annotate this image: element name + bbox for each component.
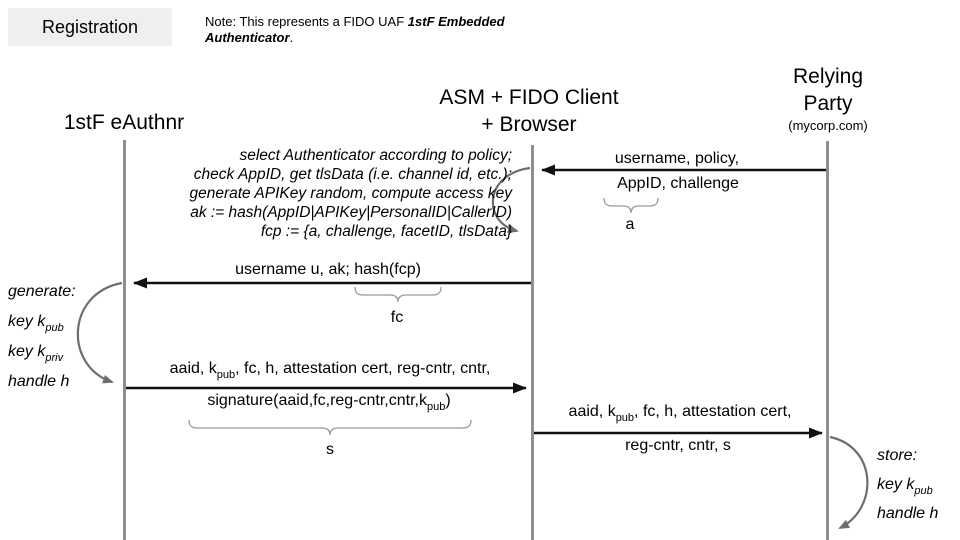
store-line3: handle h [877, 505, 939, 522]
self-loop-client-processing-icon [491, 166, 531, 234]
actor-rp-label-line1: Relying [792, 65, 864, 88]
brace-a-icon [603, 197, 659, 214]
brace-label-s: s [326, 441, 334, 458]
generate-line1: generate: [8, 283, 76, 300]
generate-line2-sub: pub [45, 322, 64, 334]
client-processing-line4: ak := hash(AppID|APIKey|PersonalID|Calle… [190, 204, 512, 221]
actor-rp-domain: (mycorp.com) [788, 118, 868, 133]
msg-auth-to-client-line2: signature(aaid,fc,reg-cntr,cntr,kpub) [207, 392, 450, 413]
client-processing-line3: generate APIKey random, compute access k… [189, 185, 512, 202]
brace-fc-icon [354, 286, 442, 303]
diagram-title: Registration [41, 16, 139, 37]
client-processing-line5: fcp := {a, challenge, facetID, tlsData} [260, 223, 512, 240]
client-processing-line1: select Authenticator according to policy… [239, 147, 512, 164]
brace-label-fc: fc [390, 309, 404, 326]
msg-auth-to-client-line1-sub: pub [216, 369, 236, 381]
actor-rp-label-line2: Party [803, 92, 853, 115]
msg-auth-to-client-line2-sub: pub [426, 401, 446, 413]
generate-line2: key kpub [8, 307, 76, 337]
msg-client-to-rp-line1-sub: pub [615, 412, 635, 424]
note-suffix: . [289, 30, 294, 45]
msg-auth-to-client-line1: aaid, kpub, fc, h, attestation cert, reg… [170, 360, 491, 381]
msg-auth-to-client-line2-a: signature(aaid,fc,reg-cntr,cntr,k [207, 392, 427, 409]
store-line1: store: [877, 447, 918, 464]
generate-line2-text: key k [8, 313, 46, 330]
msg-client-to-rp-line1-b: , fc, h, attestation cert, [634, 403, 792, 420]
self-loop-rp-store-icon [829, 435, 869, 529]
brace-s-icon [188, 419, 472, 436]
msg-rp-to-client-line1: username, policy, [614, 150, 740, 167]
store-line2-sub: pub [914, 485, 933, 497]
store-line2: key kpub [877, 470, 938, 499]
msg-rp-to-client-line2: AppID, challenge [617, 175, 739, 192]
self-loop-authenticator-generate-icon [76, 281, 123, 384]
diagram-title-box: Registration [8, 8, 172, 46]
generate-line3-text: key k [8, 343, 46, 360]
msg-auth-to-client-line2-b: ) [445, 392, 451, 409]
actor-relying-party: Relying Party (mycorp.com) [788, 63, 867, 134]
diagram-note: Note: This represents a FIDO UAF 1stF Em… [205, 14, 545, 46]
msg-auth-to-client-line1-b: , fc, h, attestation cert, reg-cntr, cnt… [235, 360, 491, 377]
msg-auth-to-client-line1-a: aaid, k [169, 360, 217, 377]
store-line2-text: key k [877, 476, 915, 493]
msg-client-to-rp-line1: aaid, kpub, fc, h, attestation cert, [569, 403, 792, 424]
generate-line4: handle h [8, 373, 70, 390]
client-processing-line2: check AppID, get tlsData (i.e. channel i… [193, 166, 512, 183]
brace-label-a: a [625, 216, 635, 233]
rp-store-note: store: key kpub handle h [877, 441, 938, 528]
client-processing-note: select Authenticator according to policy… [189, 146, 512, 241]
generate-line3-sub: priv [45, 352, 64, 364]
msg-client-to-rp-line2: reg-cntr, cntr, s [625, 437, 731, 454]
msg-client-to-rp-line1-a: aaid, k [568, 403, 616, 420]
note-emphasis: 1stF Embedded Authenticator [205, 14, 505, 45]
actor-client: ASM + FIDO Client + Browser [439, 84, 618, 138]
note-prefix: Note: This represents a FIDO UAF [205, 14, 408, 29]
actor-client-label-line2: + Browser [481, 113, 577, 136]
actor-authenticator: 1stF eAuthnr [64, 109, 184, 136]
actor-authenticator-label: 1stF eAuthnr [63, 111, 185, 134]
msg-client-to-auth-label: username u, ak; hash(fcp) [235, 261, 421, 278]
actor-client-label-line1: ASM + FIDO Client [439, 86, 619, 109]
authenticator-generate-note: generate: key kpub key kpriv handle h [8, 277, 76, 397]
generate-line3: key kpriv [8, 337, 76, 367]
